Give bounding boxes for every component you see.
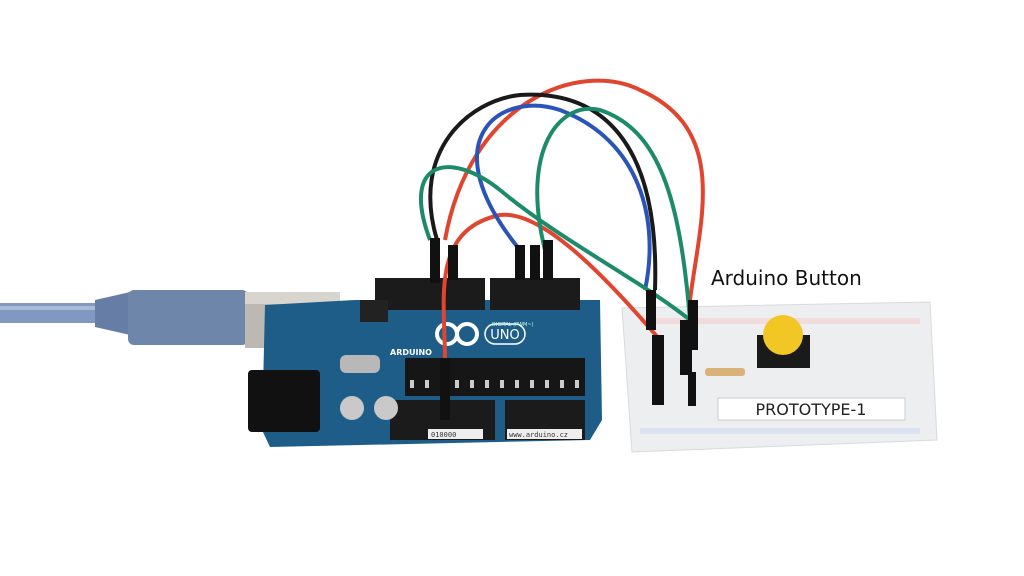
serial-tag: 010000: [431, 431, 456, 439]
digital-label: DIGITAL (PWM~): [492, 322, 534, 328]
arduino-board: UNO DIGITAL (PWM~) 010000 www.arduino.cz: [248, 278, 602, 447]
atmega-chip: [405, 358, 585, 396]
header-analog-top: [375, 278, 485, 310]
header-digital-top: [490, 278, 580, 310]
push-button-cap: [763, 315, 803, 355]
usb-cable: [0, 290, 340, 348]
website-label: www.arduino.cz: [509, 431, 568, 439]
wire-connectors: [430, 238, 698, 420]
capacitor: [340, 396, 364, 420]
resistor: [705, 368, 745, 376]
brand-label: ARDUINO: [390, 348, 432, 357]
breadboard: PROTOTYPE-1: [621, 301, 938, 453]
jumper-wires: [418, 78, 705, 361]
image-caption: Arduino Button: [711, 266, 862, 290]
model-label: UNO: [490, 328, 519, 343]
breadboard-label: PROTOTYPE-1: [756, 400, 867, 419]
jumper: [688, 372, 696, 406]
power-jack: [248, 370, 320, 432]
capacitor: [374, 396, 398, 420]
crystal: [340, 355, 380, 373]
